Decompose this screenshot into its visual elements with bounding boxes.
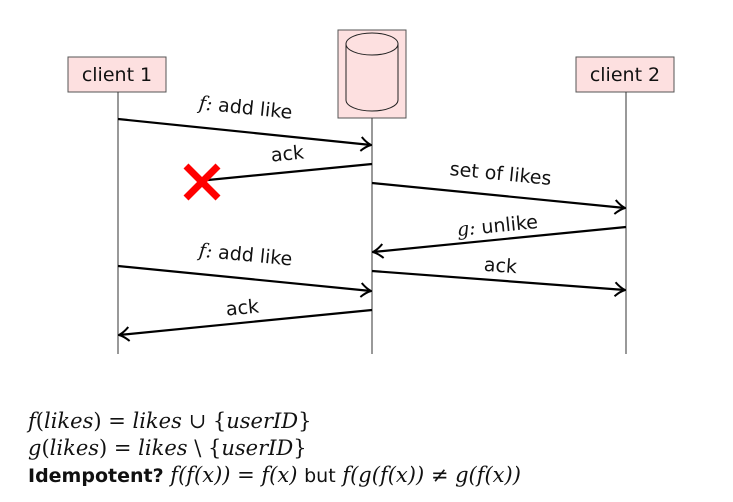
arrow (373, 225, 627, 252)
message-ack-client-1: ack (119, 295, 373, 335)
formulas: f(likes) = likes ∪ {userID} g(likes) = l… (28, 408, 521, 490)
arrow (117, 117, 371, 145)
svg-text:f:add like: f:add like (196, 92, 294, 124)
arrow (371, 269, 625, 290)
participant-label: client 2 (590, 64, 660, 86)
message-label: add like (217, 241, 293, 270)
conjunction: but (304, 465, 336, 487)
function-name: f: (196, 92, 214, 115)
message-label: set of likes (449, 158, 553, 190)
idempotent-label: Idempotent? (28, 465, 164, 487)
message-label: ack (225, 295, 260, 320)
message-unlike: g:unlike (373, 211, 627, 252)
message-add-like-2: f:add like (117, 239, 371, 291)
lost-message-x-icon (183, 163, 221, 201)
message-set-of-likes: set of likes (371, 158, 625, 208)
expr-1: f(f(x)) = f(x) (170, 463, 298, 487)
message-add-like-1: f:add like (117, 92, 371, 145)
message-ack-lost: ack (183, 141, 373, 201)
participant-client-1: client 1 (67, 56, 167, 93)
participant-client-2: client 2 (575, 56, 675, 93)
function-name: f: (196, 239, 214, 262)
message-label: add like (217, 94, 293, 124)
arrow (371, 181, 625, 208)
formula-g-definition: g(likes) = likes \ {userID} (28, 436, 307, 460)
idempotent-question: Idempotent? f(f(x)) = f(x) but f(g(f(x))… (28, 462, 521, 490)
participant-label: client 1 (82, 64, 152, 86)
message-label: unlike (480, 211, 539, 238)
arrow (207, 162, 373, 182)
arrow (119, 308, 373, 335)
arrow (117, 264, 371, 291)
formula-f-definition: f(likes) = likes ∪ {userID} (28, 409, 312, 433)
message-label: ack (483, 254, 518, 278)
svg-text:g:unlike: g:unlike (456, 211, 539, 241)
message-label: ack (270, 141, 305, 166)
database-cylinder-icon (345, 32, 399, 112)
participant-database (337, 29, 407, 119)
message-ack-client-2: ack (371, 254, 625, 290)
svg-text:f:add like: f:add like (196, 239, 294, 270)
expr-2: f(g(f(x)) ≠ g(f(x)) (342, 463, 521, 487)
function-name: g: (456, 217, 477, 241)
